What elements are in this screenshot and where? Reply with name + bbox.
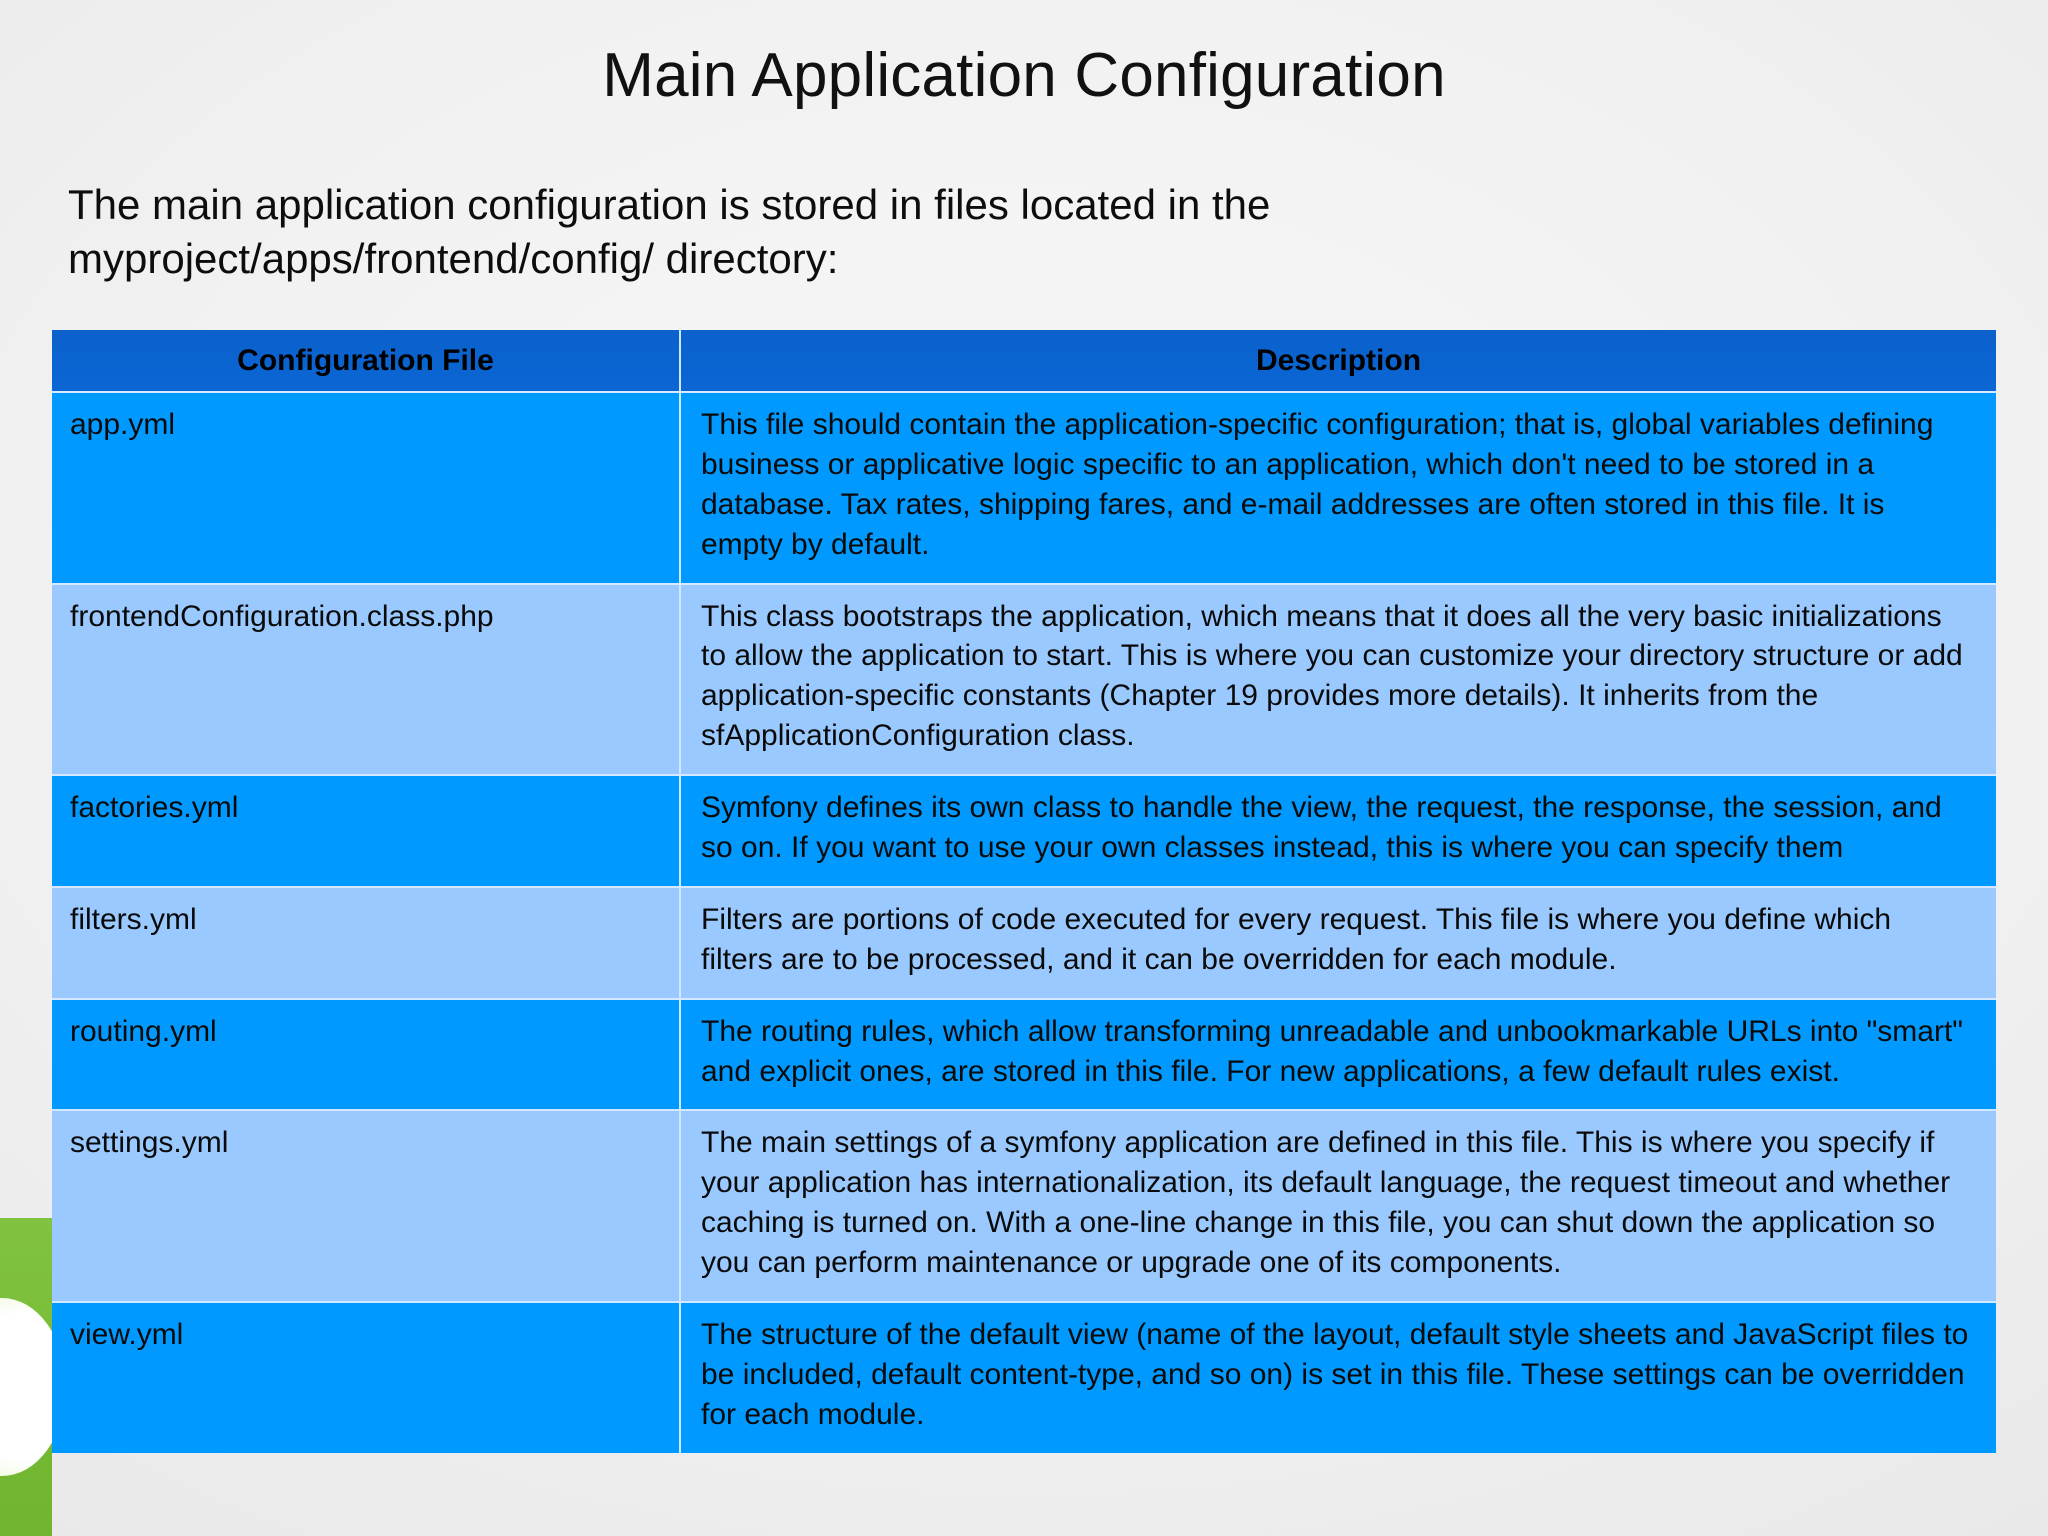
cell-description: This file should contain the application… (680, 392, 1996, 585)
column-header-configuration-file: Configuration File (52, 330, 681, 393)
cell-configuration-file: factories.yml (52, 775, 681, 888)
intro-paragraph: The main application configuration is st… (68, 181, 1271, 282)
cell-description: The structure of the default view (name … (680, 1302, 1996, 1453)
table-header: Configuration File Description (52, 330, 1996, 393)
column-header-description: Description (680, 330, 1996, 393)
table-header-row: Configuration File Description (52, 330, 1996, 393)
cell-configuration-file: frontendConfiguration.class.php (52, 583, 681, 777)
cell-configuration-file: filters.yml (52, 886, 681, 1000)
cell-configuration-file: routing.yml (52, 998, 681, 1112)
cell-configuration-file: view.yml (52, 1302, 681, 1453)
decorative-white-circle (0, 1298, 52, 1476)
cell-configuration-file: settings.yml (52, 1110, 681, 1304)
decorative-green-accent (0, 1218, 52, 1536)
cell-configuration-file: app.yml (52, 392, 681, 585)
cell-description: Filters are portions of code executed fo… (680, 886, 1996, 1000)
cell-description: The routing rules, which allow transform… (680, 998, 1996, 1112)
cell-description: This class bootstraps the application, w… (680, 583, 1996, 777)
page-title: Main Application Configuration (602, 41, 1446, 110)
cell-description: Symfony defines its own class to handle … (680, 775, 1996, 888)
cell-description: The main settings of a symfony applicati… (680, 1110, 1996, 1304)
